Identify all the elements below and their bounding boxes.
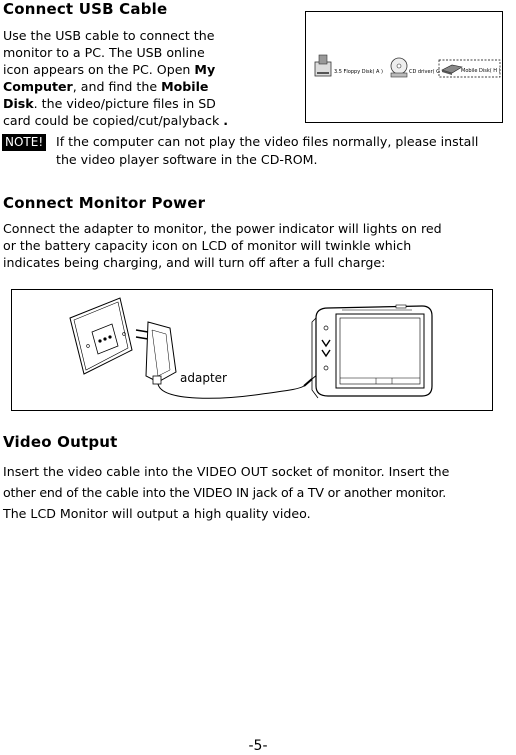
note-badge: NOTE!: [2, 134, 47, 151]
usb-line-5: Disk. the video/picture files in SD: [3, 96, 216, 111]
note-text: If the computer can not play the video f…: [56, 133, 516, 169]
usb-line-1: Use the USB cable to connect the: [3, 28, 215, 43]
mobile-disk-icon: [441, 64, 463, 75]
floppy-drive-icon: [314, 54, 332, 77]
drives-illustration: 3.5 Floppy Disk( A ) CD driver( G Mobile…: [314, 54, 501, 78]
video-line-2: other end of the cable into the VIDEO IN…: [3, 485, 447, 500]
note-line-1: If the computer can not play the video f…: [56, 134, 479, 149]
cd-drive-label: CD driver( G: [409, 69, 440, 75]
wall-outlet-icon: [69, 297, 133, 375]
usb-line-2: monitor to a PC. The USB online: [3, 45, 205, 60]
video-heading: Video Output: [3, 433, 118, 451]
page-number: -5-: [248, 738, 268, 754]
video-line-1: Insert the video cable into the VIDEO OU…: [3, 464, 450, 479]
video-paragraph: Insert the video cable into the VIDEO OU…: [3, 461, 516, 524]
usb-paragraph: Use the USB cable to connect the monitor…: [3, 27, 265, 129]
adapter-label: adapter: [180, 371, 227, 385]
usb-line-6: card could be copied/cut/palyback .: [3, 113, 229, 128]
power-paragraph: Connect the adapter to monitor, the powe…: [3, 220, 513, 271]
mobile-disk-label: Mobile Disk( H ): [461, 68, 501, 74]
lcd-monitor-icon: [311, 304, 433, 399]
note-line-2: the video player software in the CD-ROM.: [56, 152, 318, 167]
floppy-drive-label: 3.5 Floppy Disk( A ): [334, 69, 383, 75]
usb-heading: Connect USB Cable: [3, 0, 168, 18]
power-figure: adapter: [11, 289, 493, 411]
video-line-3: The LCD Monitor will output a high quali…: [3, 506, 311, 521]
adapter-icon: [135, 321, 177, 385]
power-illustration: adapter: [69, 297, 433, 399]
usb-line-4: Computer, and find the Mobile: [3, 79, 209, 94]
power-line-1: Connect the adapter to monitor, the powe…: [3, 221, 442, 236]
power-heading: Connect Monitor Power: [3, 194, 206, 212]
cd-drive-icon: [390, 57, 408, 78]
power-line-3: indicates being charging, and will turn …: [3, 255, 386, 270]
my-computer-figure: 3.5 Floppy Disk( A ) CD driver( G Mobile…: [305, 11, 503, 123]
power-line-2: or the battery capacity icon on LCD of m…: [3, 238, 412, 253]
usb-line-3: icon appears on the PC. Open My: [3, 62, 216, 77]
